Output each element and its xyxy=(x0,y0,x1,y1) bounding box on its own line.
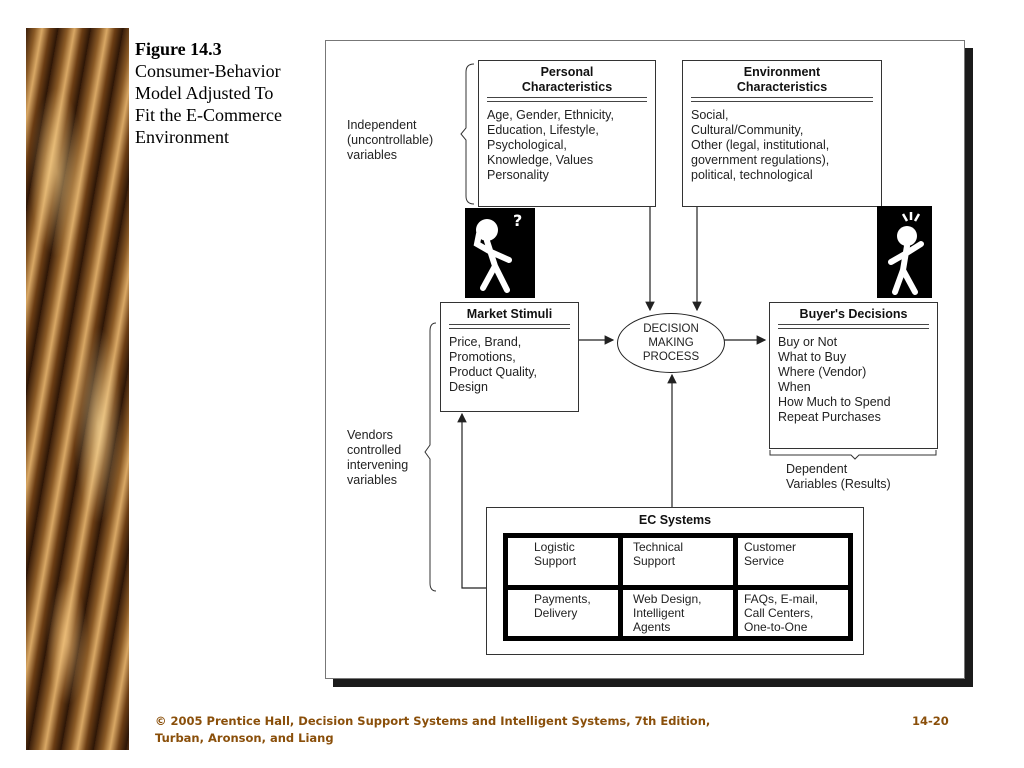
cell-text: Technical xyxy=(633,540,684,554)
ec-cell-web-design: Web Design, Intelligent Agents xyxy=(623,589,733,636)
cell-text: Support xyxy=(534,554,577,568)
list-item: Price, Brand, xyxy=(449,335,522,349)
list-item: Design xyxy=(449,380,488,394)
ec-systems-title: EC Systems xyxy=(638,513,712,527)
figure-title-line: Model Adjusted To xyxy=(135,83,274,103)
vendors-brace xyxy=(424,322,437,592)
label-line: controlled xyxy=(347,443,402,457)
label-line: variables xyxy=(347,473,398,487)
title-line: Characteristics xyxy=(736,80,828,94)
node-text: DECISION xyxy=(643,323,699,335)
cell-text: Customer xyxy=(744,540,797,554)
list-item: Social, xyxy=(691,108,729,122)
cell-text: Service xyxy=(744,554,785,568)
market-stimuli-box: Market Stimuli Price, Brand, Promotions,… xyxy=(440,302,579,412)
ec-systems-box: EC Systems Logistic Support Technical Su… xyxy=(486,507,864,655)
copyright-footer: © 2005 Prentice Hall, Decision Support S… xyxy=(155,713,710,747)
label-line: Dependent xyxy=(786,462,848,476)
environment-characteristics-box: Environment Characteristics Social, Cult… xyxy=(682,60,882,207)
node-text: PROCESS xyxy=(642,351,700,363)
list-item: Personality xyxy=(487,168,549,182)
svg-text:?: ? xyxy=(513,211,522,230)
ec-cell-customer-service: Customer Service xyxy=(738,538,848,585)
list-item: Cultural/Community, xyxy=(691,123,804,137)
buyers-decisions-title: Buyer's Decisions xyxy=(799,307,908,321)
list-item: Knowledge, Values xyxy=(487,153,594,167)
label-line: Vendors xyxy=(347,428,393,442)
list-item: Buy or Not xyxy=(778,335,838,349)
list-item: When xyxy=(778,380,811,394)
list-item: Psychological, xyxy=(487,138,567,152)
figure-title: Figure 14.3 Consumer-Behavior Model Adju… xyxy=(135,38,325,148)
list-item: How Much to Spend xyxy=(778,395,891,409)
cell-text: Intelligent xyxy=(633,605,685,620)
cell-text: Delivery xyxy=(534,605,578,620)
personal-characteristics-box: Personal Characteristics Age, Gender, Et… xyxy=(478,60,656,207)
figure-title-line: Consumer-Behavior xyxy=(135,61,281,81)
label-line: Variables (Results) xyxy=(786,477,891,491)
figure-title-line: Environment xyxy=(135,127,229,147)
wood-texture-sidebar xyxy=(26,28,129,750)
list-item: Promotions, xyxy=(449,350,516,364)
arrow-ec-to-market xyxy=(457,412,486,589)
node-text: MAKING xyxy=(648,337,694,349)
dependent-brace xyxy=(769,450,937,460)
cell-text: One-to-One xyxy=(744,619,808,634)
cell-text: Support xyxy=(633,554,676,568)
cell-text: Call Centers, xyxy=(744,605,814,620)
ec-cell-faqs: FAQs, E-mail, Call Centers, One-to-One xyxy=(738,589,848,636)
figure-title-line: Fit the E-Commerce xyxy=(135,105,282,125)
list-item: Product Quality, xyxy=(449,365,538,379)
cell-text: FAQs, E-mail, xyxy=(744,591,819,606)
ec-cell-payments-delivery: Payments, Delivery xyxy=(508,589,618,636)
cell-text: Payments, xyxy=(534,591,591,606)
confused-person-icon: ? xyxy=(465,208,535,298)
list-item: What to Buy xyxy=(778,350,847,364)
list-item: political, technological xyxy=(691,168,813,182)
decision-making-process-node: DECISION MAKING PROCESS xyxy=(617,313,725,373)
label-line: (uncontrollable) xyxy=(347,133,434,147)
list-item: Other (legal, institutional, xyxy=(691,138,830,152)
cell-text: Web Design, xyxy=(633,591,702,606)
double-rule xyxy=(487,97,647,102)
footer-line: © 2005 Prentice Hall, Decision Support S… xyxy=(155,714,711,728)
independent-variables-label: Independent (uncontrollable) variables xyxy=(347,118,433,163)
environment-characteristics-title: Environment Characteristics xyxy=(683,61,881,97)
buyers-decisions-box: Buyer's Decisions Buy or Not What to Buy… xyxy=(769,302,938,449)
label-line: variables xyxy=(347,148,398,162)
footer-line: Turban, Aronson, and Liang xyxy=(155,731,334,745)
figure-number: Figure 14.3 xyxy=(135,39,222,59)
list-item: Education, Lifestyle, xyxy=(487,123,599,137)
list-item: Age, Gender, Ethnicity, xyxy=(487,108,614,122)
market-stimuli-title: Market Stimuli xyxy=(466,307,553,321)
ec-cell-logistic-support: Logistic Support xyxy=(508,538,618,585)
cell-text: Logistic xyxy=(534,540,575,554)
label-line: intervening xyxy=(347,458,409,472)
independent-brace xyxy=(460,63,475,205)
label-line: Independent xyxy=(347,118,417,132)
title-line: Environment xyxy=(743,65,821,79)
double-rule xyxy=(691,97,873,102)
title-line: Personal xyxy=(540,65,594,79)
double-rule xyxy=(778,324,929,329)
double-rule xyxy=(449,324,570,329)
idea-person-icon xyxy=(877,206,932,298)
dependent-variables-label: Dependent Variables (Results) xyxy=(786,462,891,492)
vendors-controlled-label: Vendors controlled intervening variables xyxy=(347,428,408,488)
list-item: Repeat Purchases xyxy=(778,410,881,424)
personal-characteristics-title: Personal Characteristics xyxy=(479,61,655,97)
cell-text: Agents xyxy=(633,619,671,634)
page-number: 14-20 xyxy=(912,714,949,728)
title-line: Characteristics xyxy=(521,80,613,94)
list-item: Where (Vendor) xyxy=(778,365,867,379)
ec-cell-technical-support: Technical Support xyxy=(623,538,733,585)
list-item: government regulations), xyxy=(691,153,830,167)
ec-systems-grid: Logistic Support Technical Support Custo… xyxy=(503,533,853,641)
